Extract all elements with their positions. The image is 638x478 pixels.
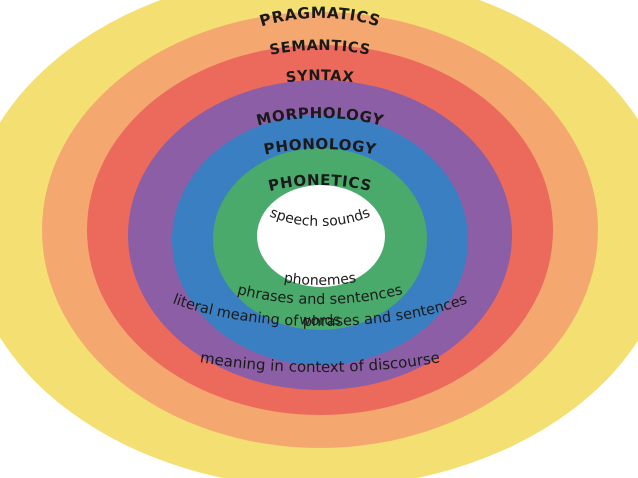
ring-title-label: SEMANTICS: [268, 38, 371, 59]
ring-title-syntax: SYNTAX: [285, 68, 355, 86]
ring-description-label: phonemes: [283, 270, 357, 289]
center-hole: [257, 185, 385, 287]
ring-description-morphology: words: [299, 312, 341, 329]
ring-title-phonology: PHONOLOGY: [262, 135, 378, 159]
ring-title-label: SYNTAX: [285, 68, 354, 86]
ring-description-label: words: [299, 312, 341, 329]
ring-description-phonology: phonemes: [283, 270, 357, 289]
ring-title-semantics: SEMANTICS: [268, 38, 371, 59]
ring-title-label: PHONOLOGY: [262, 135, 378, 159]
